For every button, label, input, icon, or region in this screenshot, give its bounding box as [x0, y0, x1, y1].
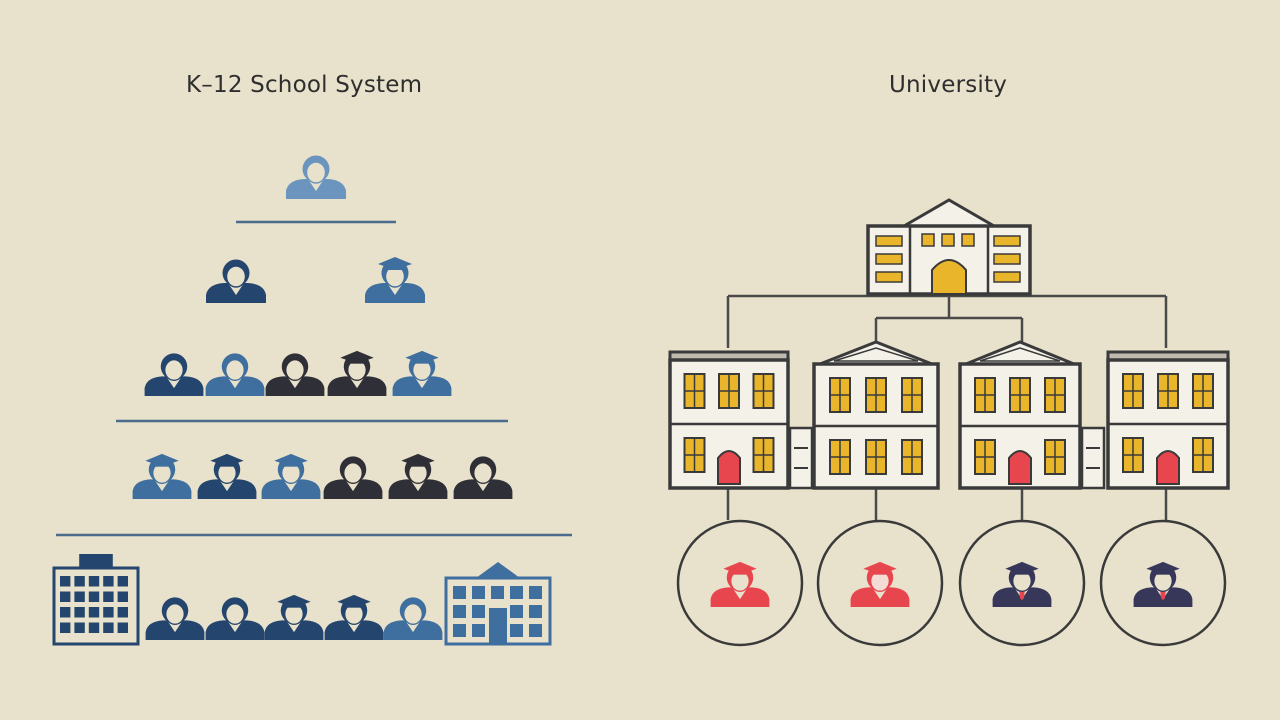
student-icon — [383, 597, 443, 640]
university-title: University — [889, 72, 1008, 98]
person-icon — [206, 259, 266, 303]
student-icon — [144, 353, 204, 396]
graduate-icon — [365, 257, 425, 303]
graduate-icon — [261, 453, 321, 499]
student-icon — [453, 456, 513, 499]
graduate-icon — [392, 350, 452, 396]
faculty-building-icon — [958, 340, 1082, 490]
graduate-icon — [197, 453, 257, 499]
school-building-icon — [52, 554, 140, 646]
top-administrator-icon — [286, 155, 346, 199]
graduate-circle — [958, 519, 1086, 647]
student-icon — [265, 353, 325, 396]
graduate-icon — [1133, 561, 1193, 607]
graduate-icon — [327, 350, 387, 396]
graduate-icon — [132, 453, 192, 499]
k12-hierarchy — [52, 155, 572, 646]
graduate-circle — [816, 519, 944, 647]
main-university-building-icon — [866, 198, 1032, 296]
faculty-building-icon — [1106, 350, 1230, 490]
graduate-icon — [992, 561, 1052, 607]
faculty-building-icon — [812, 340, 940, 490]
graduate-icon — [324, 594, 384, 640]
faculty-building-icon — [668, 350, 790, 490]
school-building-icon — [444, 562, 552, 646]
graduate-icon — [264, 594, 324, 640]
graduate-circle — [676, 519, 804, 647]
graduate-icon — [710, 561, 770, 607]
k12-title: K–12 School System — [186, 72, 423, 98]
student-icon — [145, 597, 205, 640]
connector-block — [788, 426, 814, 490]
graduate-icon — [850, 561, 910, 607]
student-icon — [205, 597, 265, 640]
connector-block — [1080, 426, 1106, 490]
university-hierarchy — [668, 198, 1230, 647]
student-icon — [323, 456, 383, 499]
student-icon — [205, 353, 265, 396]
graduate-icon — [388, 453, 448, 499]
graduate-circle — [1099, 519, 1227, 647]
